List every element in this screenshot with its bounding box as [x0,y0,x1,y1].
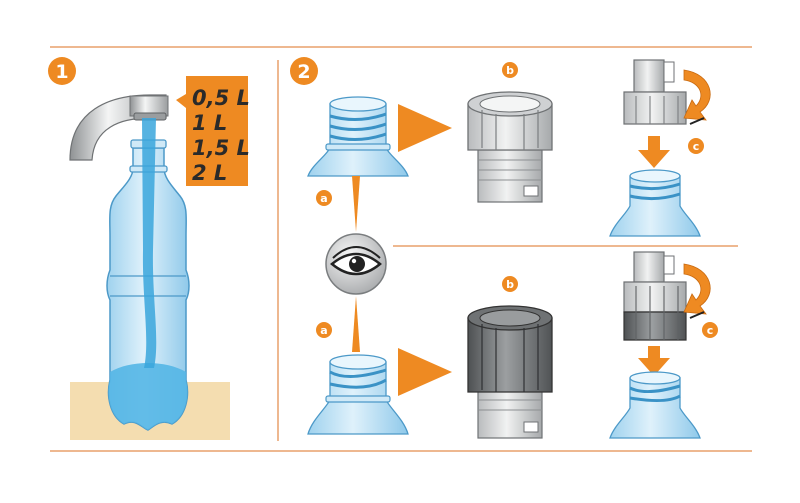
filter-assembly-top [623,59,687,125]
bottle-filling [106,118,190,431]
svg-text:a: a [320,324,327,337]
bottle-neck-top-right [609,169,701,237]
pointer-up [352,176,360,232]
label-b-top: b [502,62,518,78]
filter-cap-light [467,91,553,203]
rotate-arrow-top [683,69,711,125]
step1-number: 1 [55,61,68,83]
volume-0-5: 0,5 L [192,86,250,110]
orange-down-arrow-bottom [638,346,670,376]
label-b-bottom: b [502,276,518,292]
step2-number: 2 [297,61,310,83]
orange-right-arrow-bottom [398,348,452,396]
rotate-arrow-bottom [683,263,711,319]
svg-text:c: c [707,324,714,337]
svg-text:b: b [506,278,514,291]
eye-icon [325,233,387,295]
bottle-neck-top [307,96,409,177]
faucet-icon [69,94,169,161]
label-a-top: a [316,190,332,206]
volume-2: 2 L [192,161,227,185]
svg-text:a: a [320,192,327,205]
svg-text:c: c [693,140,700,153]
svg-text:b: b [506,64,514,77]
label-c-top: c [688,138,704,154]
step2-badge: 2 [290,57,318,85]
bottle-neck-bottom-right [609,371,701,439]
pointer-down [352,296,360,352]
filter-assembly-bottom [623,251,687,341]
label-c-bottom: c [702,322,718,338]
bottle-neck-bottom [307,354,409,435]
step1-badge: 1 [48,57,76,85]
filter-cap-dark [467,305,553,439]
orange-right-arrow-top [398,104,452,152]
volume-1: 1 L [192,111,227,135]
volume-callout: 0,5 L 1 L 1,5 L 2 L [176,76,250,186]
orange-down-arrow-top [638,136,670,168]
label-a-bottom: a [316,322,332,338]
volume-1-5: 1,5 L [192,136,250,160]
